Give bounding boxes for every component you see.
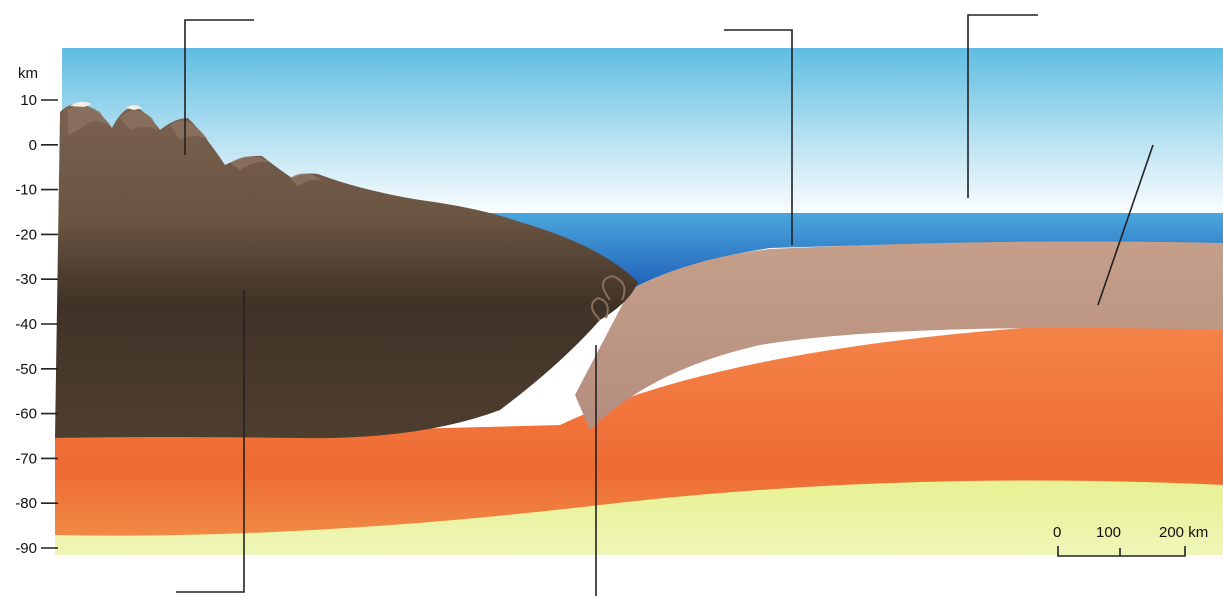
axis-tick-label: -30 [15, 271, 37, 288]
axis-tick-label: -80 [15, 495, 37, 512]
axis-tick-label: -40 [15, 316, 37, 333]
axis-tick-label: -50 [15, 361, 37, 378]
axis-unit-label: km [18, 65, 38, 82]
axis-tick-label: 10 [20, 92, 37, 109]
scale-label-200: 200 km [1159, 524, 1208, 541]
axis-tick-label: -70 [15, 450, 37, 467]
axis-tick-label: 0 [29, 137, 37, 154]
scale-label-0: 0 [1053, 524, 1061, 541]
axis-tick-label: -60 [15, 406, 37, 423]
axis-tick-label: -20 [15, 226, 37, 243]
scale-label-100: 100 [1096, 524, 1121, 541]
axis-tick-label: -10 [15, 182, 37, 199]
depth-axis: km 10 0 -10 -20 -30 -40 -50 -60 -70 -80 -90 [15, 65, 58, 557]
axis-tick-label: -90 [15, 540, 37, 557]
